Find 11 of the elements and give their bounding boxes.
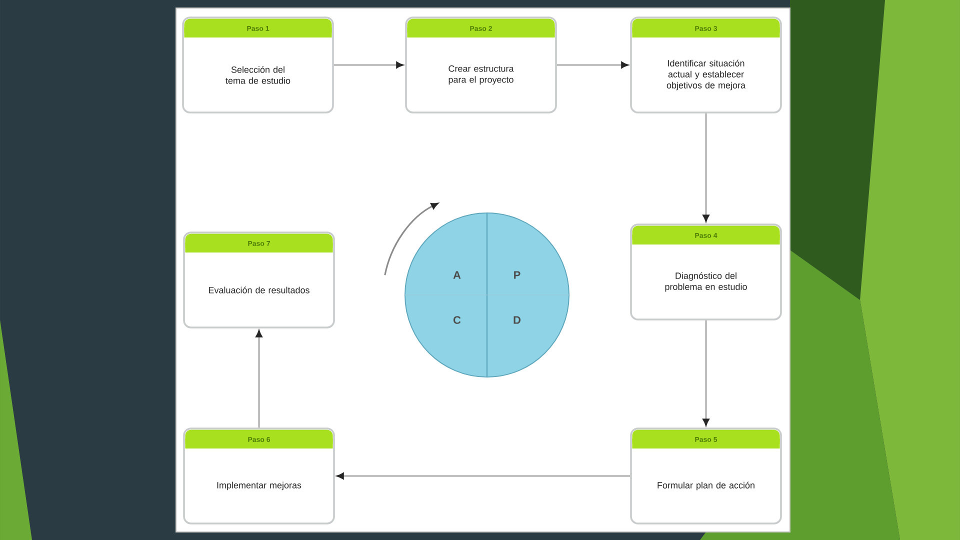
arrow	[556, 62, 628, 68]
arrow	[336, 472, 630, 480]
arrow	[702, 113, 710, 222]
quadrant-letter: A	[453, 271, 461, 279]
quadrant-letter: C	[454, 316, 461, 324]
pdca-circle	[404, 212, 570, 378]
quadrant-letter: D	[514, 316, 521, 324]
arrow	[256, 330, 262, 428]
quadrant-letter: P	[514, 271, 520, 279]
arrow	[334, 62, 404, 68]
arrow	[702, 320, 710, 426]
